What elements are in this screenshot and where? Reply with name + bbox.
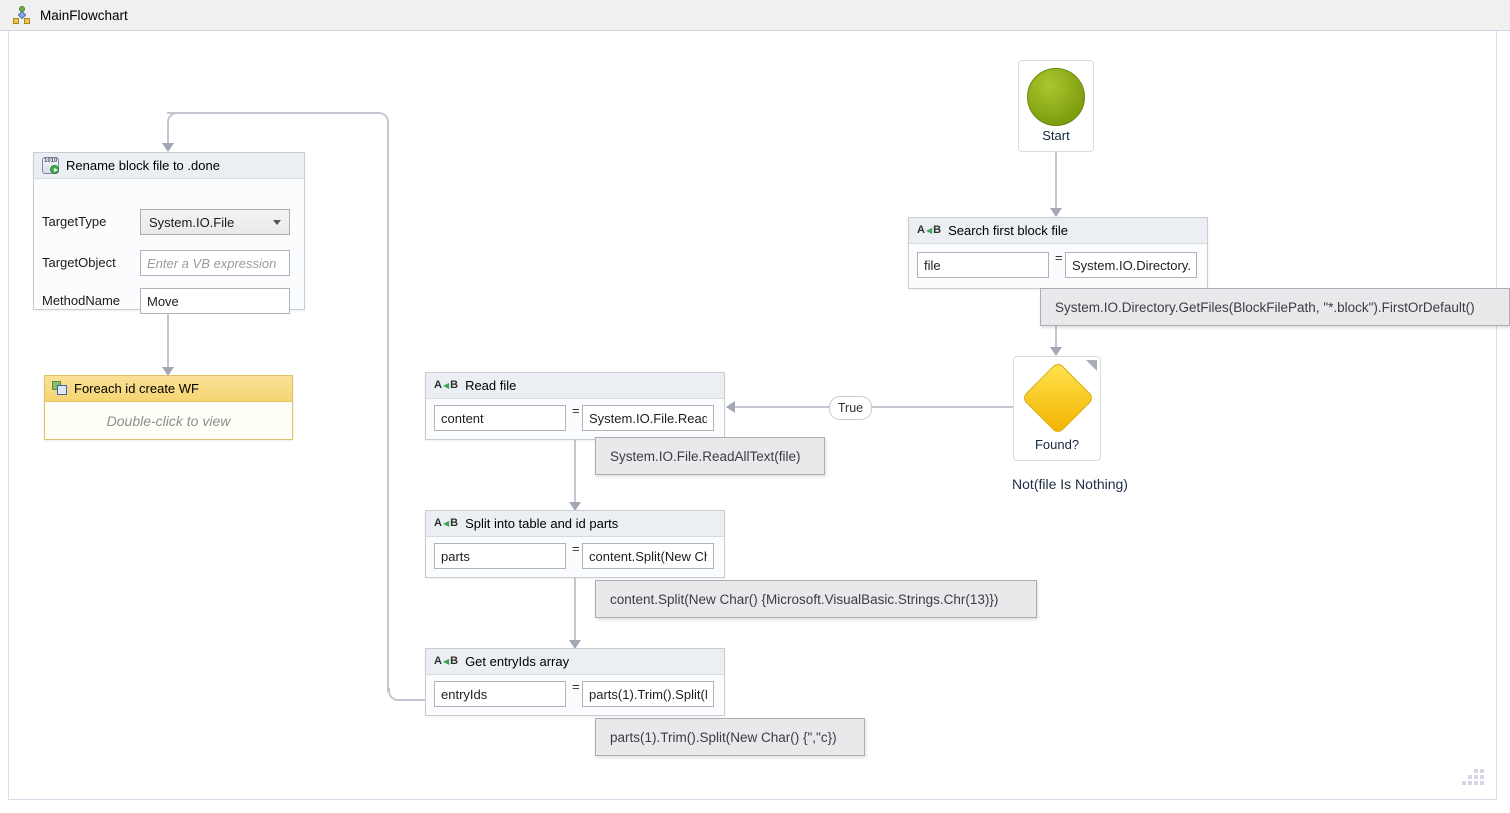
target-type-value: System.IO.File <box>149 214 235 230</box>
activity-read-file[interactable]: A◀B Read file = <box>425 372 725 440</box>
target-object-label: TargetObject <box>42 255 116 270</box>
activity-title: Read file <box>465 378 517 393</box>
decision-diamond-icon <box>1021 361 1095 435</box>
expression-tooltip: System.IO.Directory.GetFiles(BlockFilePa… <box>1040 288 1510 326</box>
equals-sign: = <box>572 403 580 418</box>
invoke-workflow-icon <box>52 381 67 396</box>
expression-tooltip: content.Split(New Char() {Microsoft.Visu… <box>595 580 1037 618</box>
flowchart-title: MainFlowchart <box>40 7 128 23</box>
decision-condition-text: Not(file Is Nothing) <box>1012 476 1128 492</box>
activity-foreach-id-create-wf[interactable]: Foreach id create WF Double-click to vie… <box>44 375 293 440</box>
true-branch-label: True <box>829 396 872 420</box>
equals-sign: = <box>1055 250 1063 265</box>
method-name-label: MethodName <box>42 293 121 308</box>
start-label: Start <box>1042 128 1070 143</box>
assign-value-field[interactable] <box>582 405 714 431</box>
flowchart-icon <box>13 6 31 24</box>
arrowhead-left-icon <box>726 401 735 413</box>
activity-title: Split into table and id parts <box>465 516 619 531</box>
assign-icon: A◀B <box>434 655 459 667</box>
target-object-field[interactable] <box>140 250 290 276</box>
assign-to-field[interactable] <box>434 405 566 431</box>
connector-start-to-search <box>1055 152 1057 208</box>
activity-title: Rename block file to .done <box>66 158 220 173</box>
assign-to-field[interactable] <box>434 681 566 707</box>
activity-header: Foreach id create WF <box>45 376 292 402</box>
activity-title: Foreach id create WF <box>74 381 199 396</box>
activity-get-entryids[interactable]: A◀B Get entryIds array = <box>425 648 725 716</box>
equals-sign: = <box>572 679 580 694</box>
double-click-hint: Double-click to view <box>106 412 231 429</box>
assign-value-field[interactable] <box>582 681 714 707</box>
connector-entry-to-rename <box>167 112 181 144</box>
assign-icon: A◀B <box>917 224 942 236</box>
assign-icon: A◀B <box>434 379 459 391</box>
target-type-label: TargetType <box>42 214 107 229</box>
activity-search-first-block-file[interactable]: A◀B Search first block file = <box>908 217 1208 289</box>
activity-header: A◀B Split into table and id parts <box>426 511 724 537</box>
assign-value-field[interactable] <box>1065 252 1197 278</box>
decision-label: Found? <box>1034 437 1080 452</box>
connector-entry-to-rename <box>388 688 426 701</box>
activity-title: Search first block file <box>948 223 1068 238</box>
activity-header: A◀B Read file <box>426 373 724 399</box>
assign-to-field[interactable] <box>917 252 1049 278</box>
resize-grip-icon[interactable] <box>1474 781 1478 785</box>
connector-decision-to-read <box>734 406 1013 408</box>
collapse-corner-icon[interactable] <box>1086 360 1097 371</box>
activity-title: Get entryIds array <box>465 654 570 669</box>
expression-tooltip: System.IO.File.ReadAllText(file) <box>595 437 825 475</box>
start-node[interactable]: Start <box>1018 60 1094 152</box>
connector-split-to-entry <box>574 578 576 640</box>
chevron-down-icon <box>273 219 281 225</box>
target-type-dropdown[interactable]: System.IO.File <box>140 209 290 235</box>
arrowhead-down-icon <box>1050 208 1062 217</box>
flowchart-titlebar: MainFlowchart <box>0 0 1510 31</box>
method-name-field[interactable] <box>140 288 290 314</box>
assign-value-field[interactable] <box>582 543 714 569</box>
activity-header: A◀B Get entryIds array <box>426 649 724 675</box>
equals-sign: = <box>572 541 580 556</box>
arrowhead-down-icon <box>162 367 174 376</box>
decision-node-found[interactable]: Found? <box>1013 356 1101 461</box>
invoke-method-icon: 1010 <box>42 157 59 174</box>
arrowhead-down-icon <box>162 143 174 152</box>
start-circle-icon <box>1027 68 1085 126</box>
activity-split-parts[interactable]: A◀B Split into table and id parts = <box>425 510 725 578</box>
activity-rename-block-file[interactable]: 1010 Rename block file to .done TargetTy… <box>33 152 305 314</box>
connector-rename-to-foreach <box>167 310 169 367</box>
arrowhead-down-icon <box>569 640 581 649</box>
activity-header: 1010 Rename block file to .done <box>34 153 304 179</box>
connector-read-to-split <box>574 440 576 502</box>
activity-header: A◀B Search first block file <box>909 218 1207 244</box>
arrowhead-down-icon <box>569 502 581 511</box>
expression-tooltip: parts(1).Trim().Split(New Char() {","c}) <box>595 718 865 756</box>
connector-entry-to-rename <box>167 112 389 692</box>
assign-icon: A◀B <box>434 517 459 529</box>
arrowhead-down-icon <box>1050 347 1062 356</box>
assign-to-field[interactable] <box>434 543 566 569</box>
